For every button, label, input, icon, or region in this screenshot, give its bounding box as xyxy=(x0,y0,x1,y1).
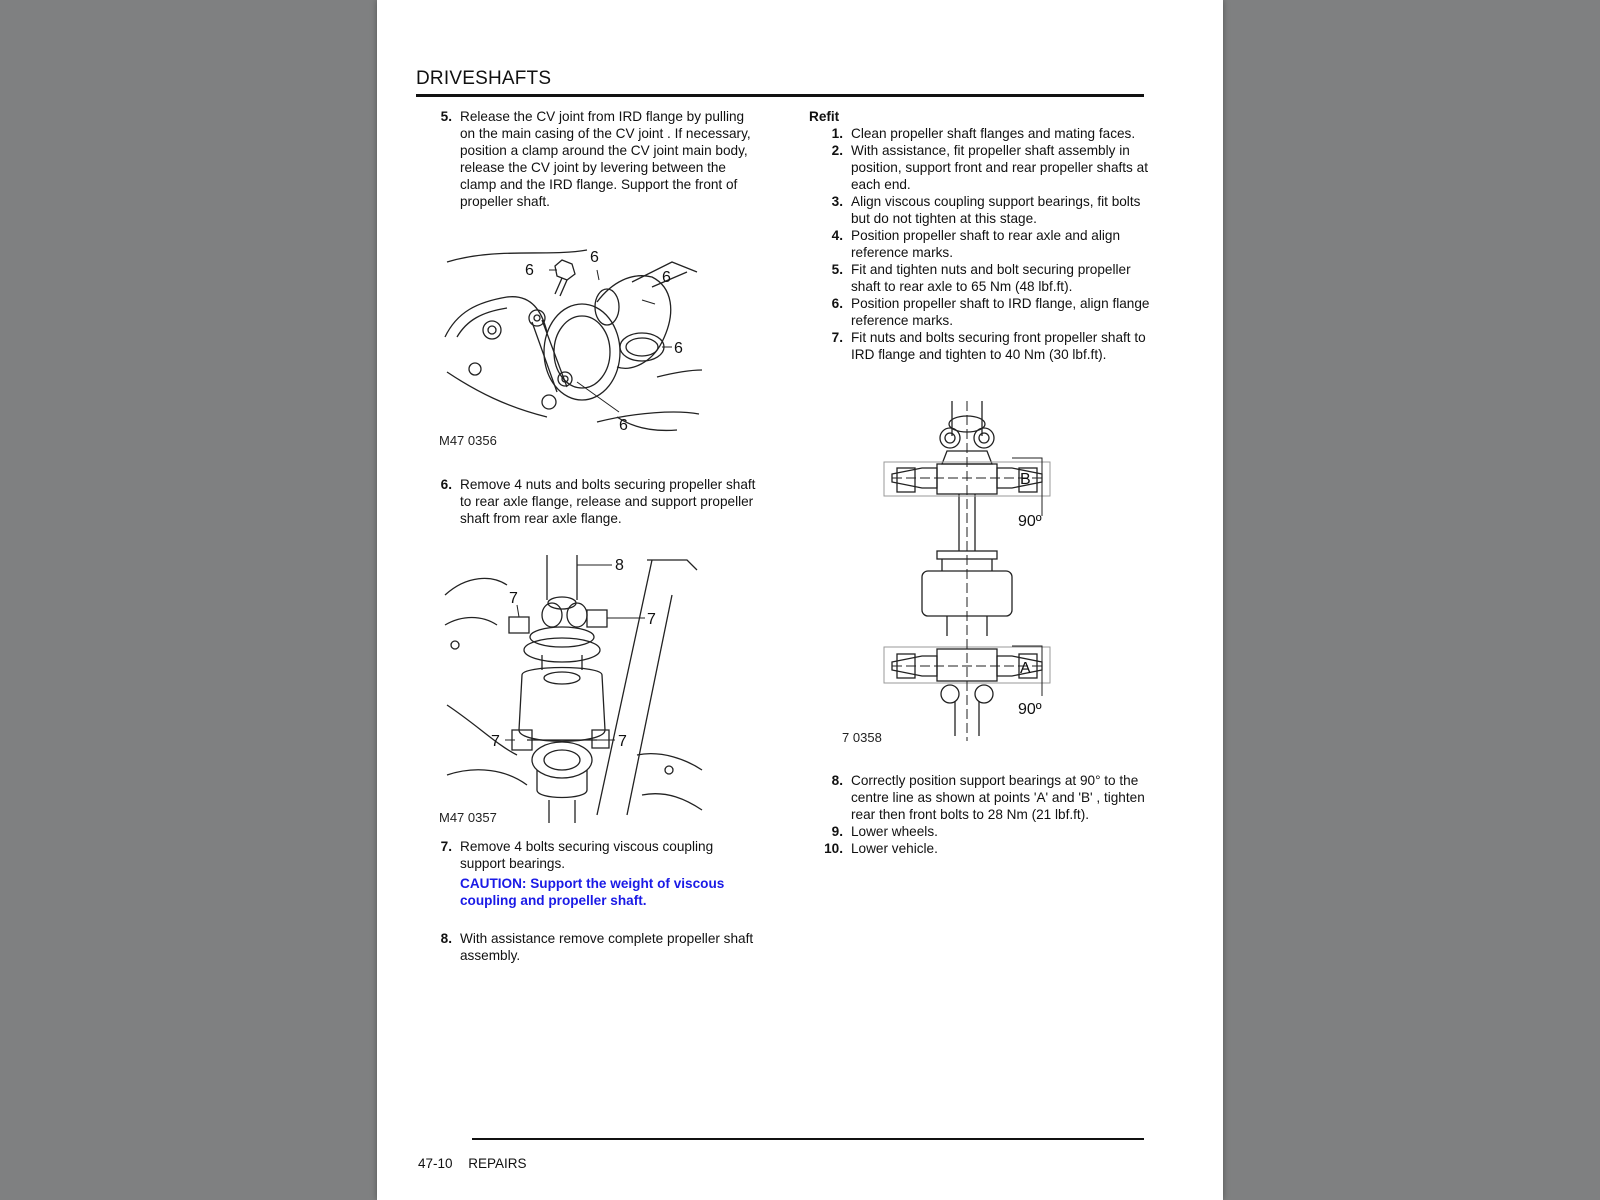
step: 7. Fit nuts and bolts securing front prop… xyxy=(809,329,1159,363)
step-text: Fit nuts and bolts securing front propel… xyxy=(851,330,1146,362)
figure-label: M47 0357 xyxy=(439,810,497,825)
caution-note: CAUTION: Support the weight of viscous c… xyxy=(460,876,725,908)
callout-7: 7 xyxy=(509,590,518,607)
callout-6: 6 xyxy=(619,417,628,434)
step-number: 3. xyxy=(831,194,843,209)
step-text: Lower vehicle. xyxy=(851,841,938,856)
step-text: Lower wheels. xyxy=(851,824,938,839)
step-text: Release the CV joint from IRD flange by … xyxy=(460,109,751,209)
step-text: Align viscous coupling support bearings,… xyxy=(851,194,1141,226)
callout-6: 6 xyxy=(590,249,599,266)
callout-8: 8 xyxy=(615,557,624,574)
step: 5. Release the CV joint from IRD flange … xyxy=(418,108,758,210)
step-number: 7. xyxy=(440,839,452,854)
step-number: 6. xyxy=(440,477,452,492)
figure-label: M47 0358 xyxy=(842,730,882,745)
step: 3. Align viscous coupling support bearing… xyxy=(809,193,1159,227)
angle-label: 90º xyxy=(1018,701,1042,718)
refit-heading: Refit xyxy=(809,109,840,124)
footer-rule xyxy=(472,1138,1144,1140)
step: 6. Position propeller shaft to IRD flange… xyxy=(809,295,1159,329)
figure-viscous-coupling: 8 7 7 7 7 M47 0357 xyxy=(439,555,703,825)
callout-6: 6 xyxy=(662,269,671,286)
step-text: Position propeller shaft to IRD flange, … xyxy=(851,296,1150,328)
step-number: 8. xyxy=(831,773,843,788)
step-number: 6. xyxy=(831,296,843,311)
step-number: 4. xyxy=(831,228,843,243)
refit-steps-continued: 8. Correctly position support bearings at… xyxy=(809,772,1159,857)
step: 6. Remove 4 nuts and bolts securing prop… xyxy=(418,476,758,527)
callout-6: 6 xyxy=(674,340,683,357)
callout-6: 6 xyxy=(525,262,534,279)
page-footer: 47-10 REPAIRS xyxy=(418,1156,527,1171)
step-text: Fit and tighten nuts and bolt securing p… xyxy=(851,262,1131,294)
figure-cv-joint: 6 6 6 6 6 M47 0356 xyxy=(439,249,703,448)
left-step-8: 8. With assistance remove complete prope… xyxy=(418,930,758,964)
document-page: DRIVESHAFTS 5. Release the CV joint from… xyxy=(377,0,1223,1200)
step-number: 2. xyxy=(831,143,843,158)
step-number: 5. xyxy=(831,262,843,277)
point-a-label: A xyxy=(1020,660,1031,677)
step-text: Correctly position support bearings at 9… xyxy=(851,773,1145,822)
step-number: 1. xyxy=(831,126,843,141)
step: 8. Correctly position support bearings at… xyxy=(809,772,1159,823)
callout-7: 7 xyxy=(491,733,500,750)
page-title: DRIVESHAFTS xyxy=(416,68,552,89)
header-rule xyxy=(416,94,1144,97)
point-b-label: B xyxy=(1020,471,1031,488)
section-name: REPAIRS xyxy=(468,1156,527,1171)
left-step-7: 7. Remove 4 bolts securing viscous coupl… xyxy=(418,838,758,909)
step: 8. With assistance remove complete prope… xyxy=(418,930,758,964)
step-number: 5. xyxy=(440,109,452,124)
figure-bearing-alignment: B 90º A 90º M47 0358 xyxy=(842,401,1051,745)
step-text: Remove 4 bolts securing viscous coupling… xyxy=(460,839,714,871)
step-text: Clean propeller shaft flanges and mating… xyxy=(851,126,1136,141)
step-text: With assistance, fit propeller shaft ass… xyxy=(851,143,1148,192)
refit-section: Refit 1. Clean propeller shaft flanges an… xyxy=(809,108,1159,363)
step: 9. Lower wheels. xyxy=(809,823,1159,840)
step: 2. With assistance, fit propeller shaft a… xyxy=(809,142,1159,193)
left-step-6: 6. Remove 4 nuts and bolts securing prop… xyxy=(418,476,758,527)
step: 7. Remove 4 bolts securing viscous coupl… xyxy=(418,838,758,872)
figure-label: M47 0356 xyxy=(439,433,497,448)
callout-7: 7 xyxy=(618,733,627,750)
step: 10. Lower vehicle. xyxy=(809,840,1159,857)
step-text: Position propeller shaft to rear axle an… xyxy=(851,228,1121,260)
step-number: 9. xyxy=(831,824,843,839)
left-step-5: 5. Release the CV joint from IRD flange … xyxy=(418,108,758,210)
step-number: 10. xyxy=(824,841,843,856)
angle-label: 90º xyxy=(1018,513,1042,530)
step: 1. Clean propeller shaft flanges and mati… xyxy=(809,125,1159,142)
step: 5. Fit and tighten nuts and bolt securing… xyxy=(809,261,1159,295)
callout-7: 7 xyxy=(647,611,656,628)
page-number: 47-10 xyxy=(418,1156,453,1171)
step-number: 7. xyxy=(831,330,843,345)
step-number: 8. xyxy=(440,931,452,946)
step-text: With assistance remove complete propelle… xyxy=(460,931,754,963)
step-text: Remove 4 nuts and bolts securing propell… xyxy=(460,477,756,526)
step: 4. Position propeller shaft to rear axle … xyxy=(809,227,1159,261)
